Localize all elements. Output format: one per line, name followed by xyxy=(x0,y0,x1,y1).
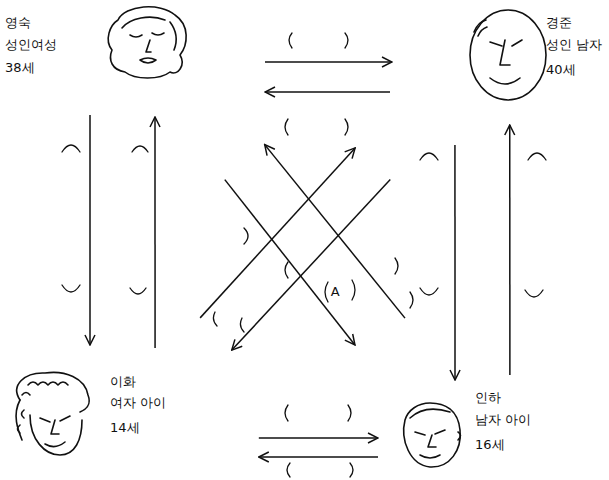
face-illustration xyxy=(108,7,186,78)
relation-arrow xyxy=(454,145,456,380)
face-illustration xyxy=(16,372,89,455)
relation-arrow xyxy=(509,125,511,375)
person-node: 경준성인 남자 40세 xyxy=(440,5,606,110)
relation-arrow xyxy=(259,456,378,458)
person-name: 인하 xyxy=(475,390,501,406)
person-name: 이화 xyxy=(110,374,136,390)
face-illustration xyxy=(404,403,461,467)
person-name: 경준 xyxy=(546,15,572,31)
relation-arrow xyxy=(259,437,378,439)
face-illustration xyxy=(470,10,546,100)
person-age: 38세 xyxy=(5,60,35,76)
person-description: 성인 남자 xyxy=(546,37,602,53)
relation-arrow xyxy=(265,61,392,63)
relation-arrow xyxy=(89,115,91,345)
person-age: 16세 xyxy=(475,437,505,453)
person-node: 인하남자 아이 16세 xyxy=(380,385,604,475)
person-node: 영숙성인여성 38세 xyxy=(3,5,193,105)
person-age: 14세 xyxy=(110,420,140,436)
person-age: 40세 xyxy=(546,62,576,78)
person-node: 이화여자 아이 14세 xyxy=(3,360,178,470)
relation-arrow xyxy=(225,180,355,345)
person-description: 여자 아이 xyxy=(110,395,166,411)
edge-label: A xyxy=(330,284,341,300)
person-name: 영숙 xyxy=(5,15,31,31)
relation-arrow xyxy=(265,91,390,93)
blank-bracket xyxy=(62,33,546,477)
relation-arrow xyxy=(232,180,390,351)
relation-arrow xyxy=(154,117,156,348)
relation-arrow xyxy=(200,148,355,318)
person-description: 성인여성 xyxy=(5,37,57,53)
person-description: 남자 아이 xyxy=(475,412,531,428)
